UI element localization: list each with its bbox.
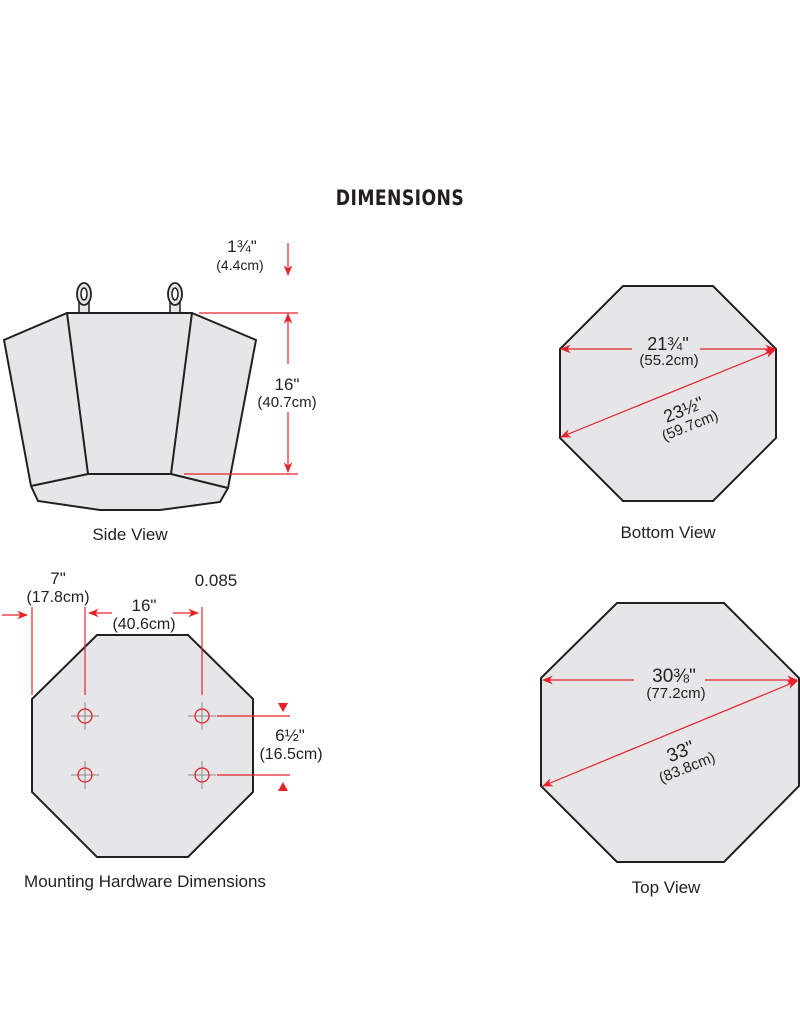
side-view-diagram: 1¾" (4.4cm) 16" (40.7cm) Side View	[2, 237, 317, 544]
page-title: DIMENSIONS	[335, 186, 465, 210]
edge-offset-metric: (17.8cm)	[26, 589, 89, 606]
bottom-width-imperial: 21¾"	[647, 334, 688, 354]
mounting-hole-icon	[71, 761, 99, 789]
eyebolt-height-imperial: 1¾"	[227, 237, 257, 256]
hole-spacing-vertical-metric: (16.5cm)	[259, 746, 322, 763]
hole-spacing-horizontal-metric: (40.6cm)	[112, 616, 175, 633]
top-width-metric: (77.2cm)	[646, 685, 705, 702]
top-width-imperial: 30⅜"	[652, 666, 696, 687]
mounting-hole-icon	[188, 702, 216, 730]
bottom-view-caption: Bottom View	[620, 523, 716, 542]
hole-diameter: 0.085	[195, 571, 238, 590]
body-height-metric: (40.7cm)	[257, 394, 316, 411]
bottom-view-diagram: 21¾" (55.2cm) 23½" (59.7cm) Bottom View	[559, 285, 777, 542]
mounting-hole-icon	[71, 702, 99, 730]
top-view-caption: Top View	[632, 878, 701, 897]
hole-spacing-horizontal-imperial: 16"	[132, 596, 157, 615]
mounting-hardware-diagram: 7" (17.8cm) 16" (40.6cm) 0.085 6½" (16.5…	[2, 569, 323, 891]
bottom-width-metric: (55.2cm)	[639, 352, 698, 369]
eyebolt-icon	[76, 282, 92, 314]
side-view-caption: Side View	[92, 525, 168, 544]
eyebolt-icon	[167, 282, 183, 314]
mounting-hole-icon	[188, 761, 216, 789]
body-height-imperial: 16"	[275, 375, 300, 394]
eyebolt-height-metric: (4.4cm)	[216, 257, 263, 273]
height-dimension-lines	[184, 243, 298, 475]
top-view-diagram: 30⅜" (77.2cm) 33" (83.8cm) Top View	[540, 602, 800, 897]
edge-offset-imperial: 7"	[50, 569, 66, 588]
mounting-hardware-caption: Mounting Hardware Dimensions	[24, 872, 266, 891]
hole-spacing-vertical-imperial: 6½"	[275, 726, 305, 745]
